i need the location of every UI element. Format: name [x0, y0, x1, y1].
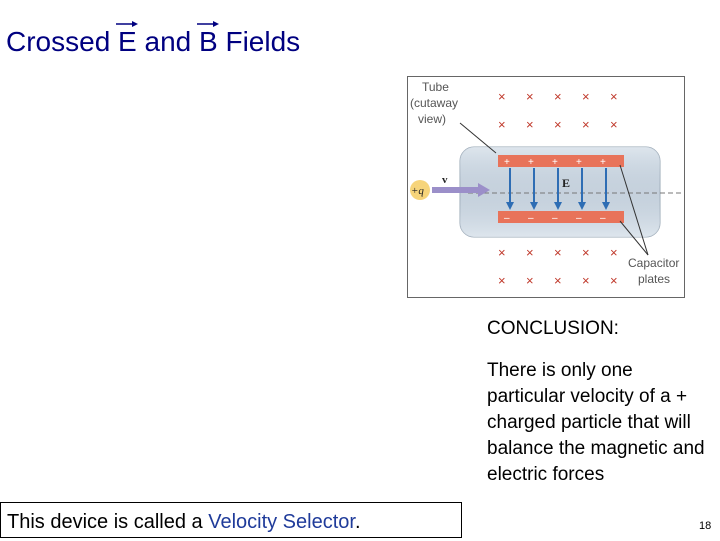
vector-arrow-icon: [197, 21, 220, 27]
charge-particle: [410, 180, 430, 200]
field-cross-mark: ×: [526, 89, 534, 104]
conclusion-heading: CONCLUSION:: [487, 318, 619, 339]
velocity-label: v: [442, 174, 448, 186]
title-b: B: [199, 26, 218, 57]
field-cross-mark: ×: [582, 273, 590, 288]
title-prefix: Crossed: [6, 26, 119, 57]
title-middle: and: [136, 26, 200, 57]
field-label: E: [562, 176, 570, 190]
field-arrowhead-icon: [506, 202, 514, 210]
field-cross-mark: ×: [554, 89, 562, 104]
field-arrowhead-icon: [554, 202, 562, 210]
caption-suffix: .: [354, 511, 361, 533]
field-cross-mark: ×: [526, 273, 534, 288]
electric-field-arrows: [506, 168, 610, 210]
field-cross-mark: ×: [498, 117, 506, 132]
vector-arrow-icon: [116, 21, 139, 27]
plus-sign: +: [552, 157, 558, 168]
tube-label-line3: view): [418, 112, 446, 126]
conclusion-body: There is only one particular velocity of…: [487, 360, 705, 485]
minus-sign: –: [528, 213, 534, 224]
plus-sign: +: [504, 157, 510, 168]
plus-sign: +: [600, 157, 606, 168]
field-cross-mark: ×: [610, 245, 618, 260]
caption-box: This device is called a Velocity Selecto…: [0, 502, 462, 538]
velocity-selector-figure: ×××××××××××××××××××× +++++ ––––– E +q v …: [407, 76, 685, 298]
minus-sign: –: [552, 213, 558, 224]
minus-sign: –: [600, 213, 606, 224]
field-arrowhead-icon: [578, 202, 586, 210]
tube-label-line1: Tube: [422, 80, 449, 94]
plate-plus-signs: + + + + +: [504, 157, 606, 168]
field-cross-mark: ×: [582, 245, 590, 260]
plate-minus-signs: –––––: [504, 213, 606, 224]
field-cross-mark: ×: [554, 245, 562, 260]
field-arrowhead-icon: [602, 202, 610, 210]
minus-sign: –: [504, 213, 510, 224]
caption-highlight: Velocity Selector: [208, 511, 355, 533]
plus-sign: +: [576, 157, 582, 168]
caption-prefix: This device is called a: [7, 511, 209, 533]
plates-label-line2: plates: [638, 272, 670, 286]
conclusion-block: CONCLUSION: There is only one particular…: [487, 316, 715, 488]
charge-label: +q: [411, 185, 424, 197]
minus-sign: –: [576, 213, 582, 224]
top-capacitor-plate: [498, 155, 624, 167]
field-cross-mark: ×: [526, 245, 534, 260]
field-cross-mark: ×: [498, 273, 506, 288]
title-e: E: [118, 26, 137, 57]
velocity-arrowhead-icon: [478, 183, 490, 197]
field-cross-mark: ×: [582, 117, 590, 132]
plates-pointer-bottom: [619, 220, 649, 256]
slide-title: Crossed E and B Fields: [6, 21, 301, 58]
field-cross-mark: ×: [554, 117, 562, 132]
plates-label-line1: Capacitor: [628, 256, 679, 270]
field-cross-mark: ×: [498, 245, 506, 260]
bottom-capacitor-plate: [498, 211, 624, 223]
plus-sign: +: [528, 157, 534, 168]
title-suffix: Fields: [217, 26, 301, 57]
field-cross-mark: ×: [582, 89, 590, 104]
field-cross-mark: ×: [526, 117, 534, 132]
field-cross-mark: ×: [554, 273, 562, 288]
field-arrowhead-icon: [530, 202, 538, 210]
field-cross-mark: ×: [610, 117, 618, 132]
page-number: 18: [699, 520, 712, 532]
field-cross-mark: ×: [498, 89, 506, 104]
field-cross-mark: ×: [610, 273, 618, 288]
tube-label-line2: (cutaway: [410, 96, 458, 110]
magnetic-field-crosses: × × × × × × × × × × × × × × × × × × × ×: [498, 89, 618, 288]
velocity-selector-diagram: ×××××××××××××××××××× +++++ ––––– E +q v …: [410, 80, 684, 288]
tube-pointer: [459, 122, 497, 154]
e-vector-symbol: E: [116, 21, 139, 58]
plates-pointer-top: [619, 164, 649, 256]
b-vector-symbol: B: [197, 21, 220, 58]
field-cross-mark: ×: [610, 89, 618, 104]
